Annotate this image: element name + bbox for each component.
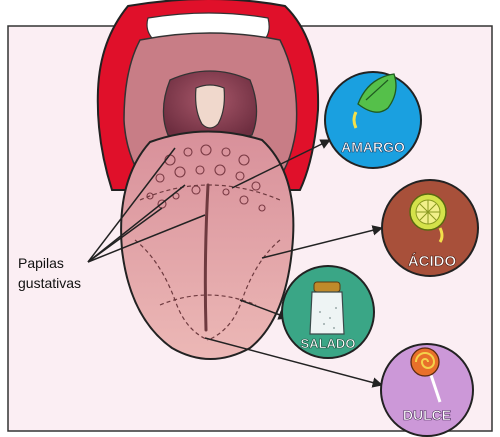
- tongue: [120, 130, 295, 360]
- tongue-median-groove: [203, 183, 210, 332]
- salt-shaker-icon: [309, 281, 345, 335]
- taste-arrows: [204, 139, 384, 388]
- taste-label-salado: SALADO: [301, 336, 356, 351]
- taste-circle-salado: SALADO: [281, 265, 375, 359]
- taste-circle-acido: ÁCIDO: [381, 179, 479, 277]
- papilas-label-line2: gustativas: [18, 275, 81, 291]
- lollipop-icon: [410, 347, 442, 403]
- bitter-herb-icon: [357, 73, 397, 113]
- taste-label-acido: ÁCIDO: [408, 253, 457, 270]
- arrow-acido: [261, 225, 384, 259]
- taste-label-dulce: DULCE: [403, 407, 451, 423]
- arrow-amargo: [231, 139, 331, 189]
- papilas-label-line1: Papilas: [18, 255, 64, 271]
- taste-circle-amargo: AMARGO: [324, 71, 422, 169]
- uvula: [195, 84, 225, 129]
- taste-label-amargo: AMARGO: [341, 139, 405, 155]
- arrow-salado: [239, 299, 289, 320]
- arrow-dulce: [204, 337, 384, 388]
- papilas-pointer-lines: [87, 147, 206, 263]
- taste-circle-dulce: DULCE: [380, 343, 474, 437]
